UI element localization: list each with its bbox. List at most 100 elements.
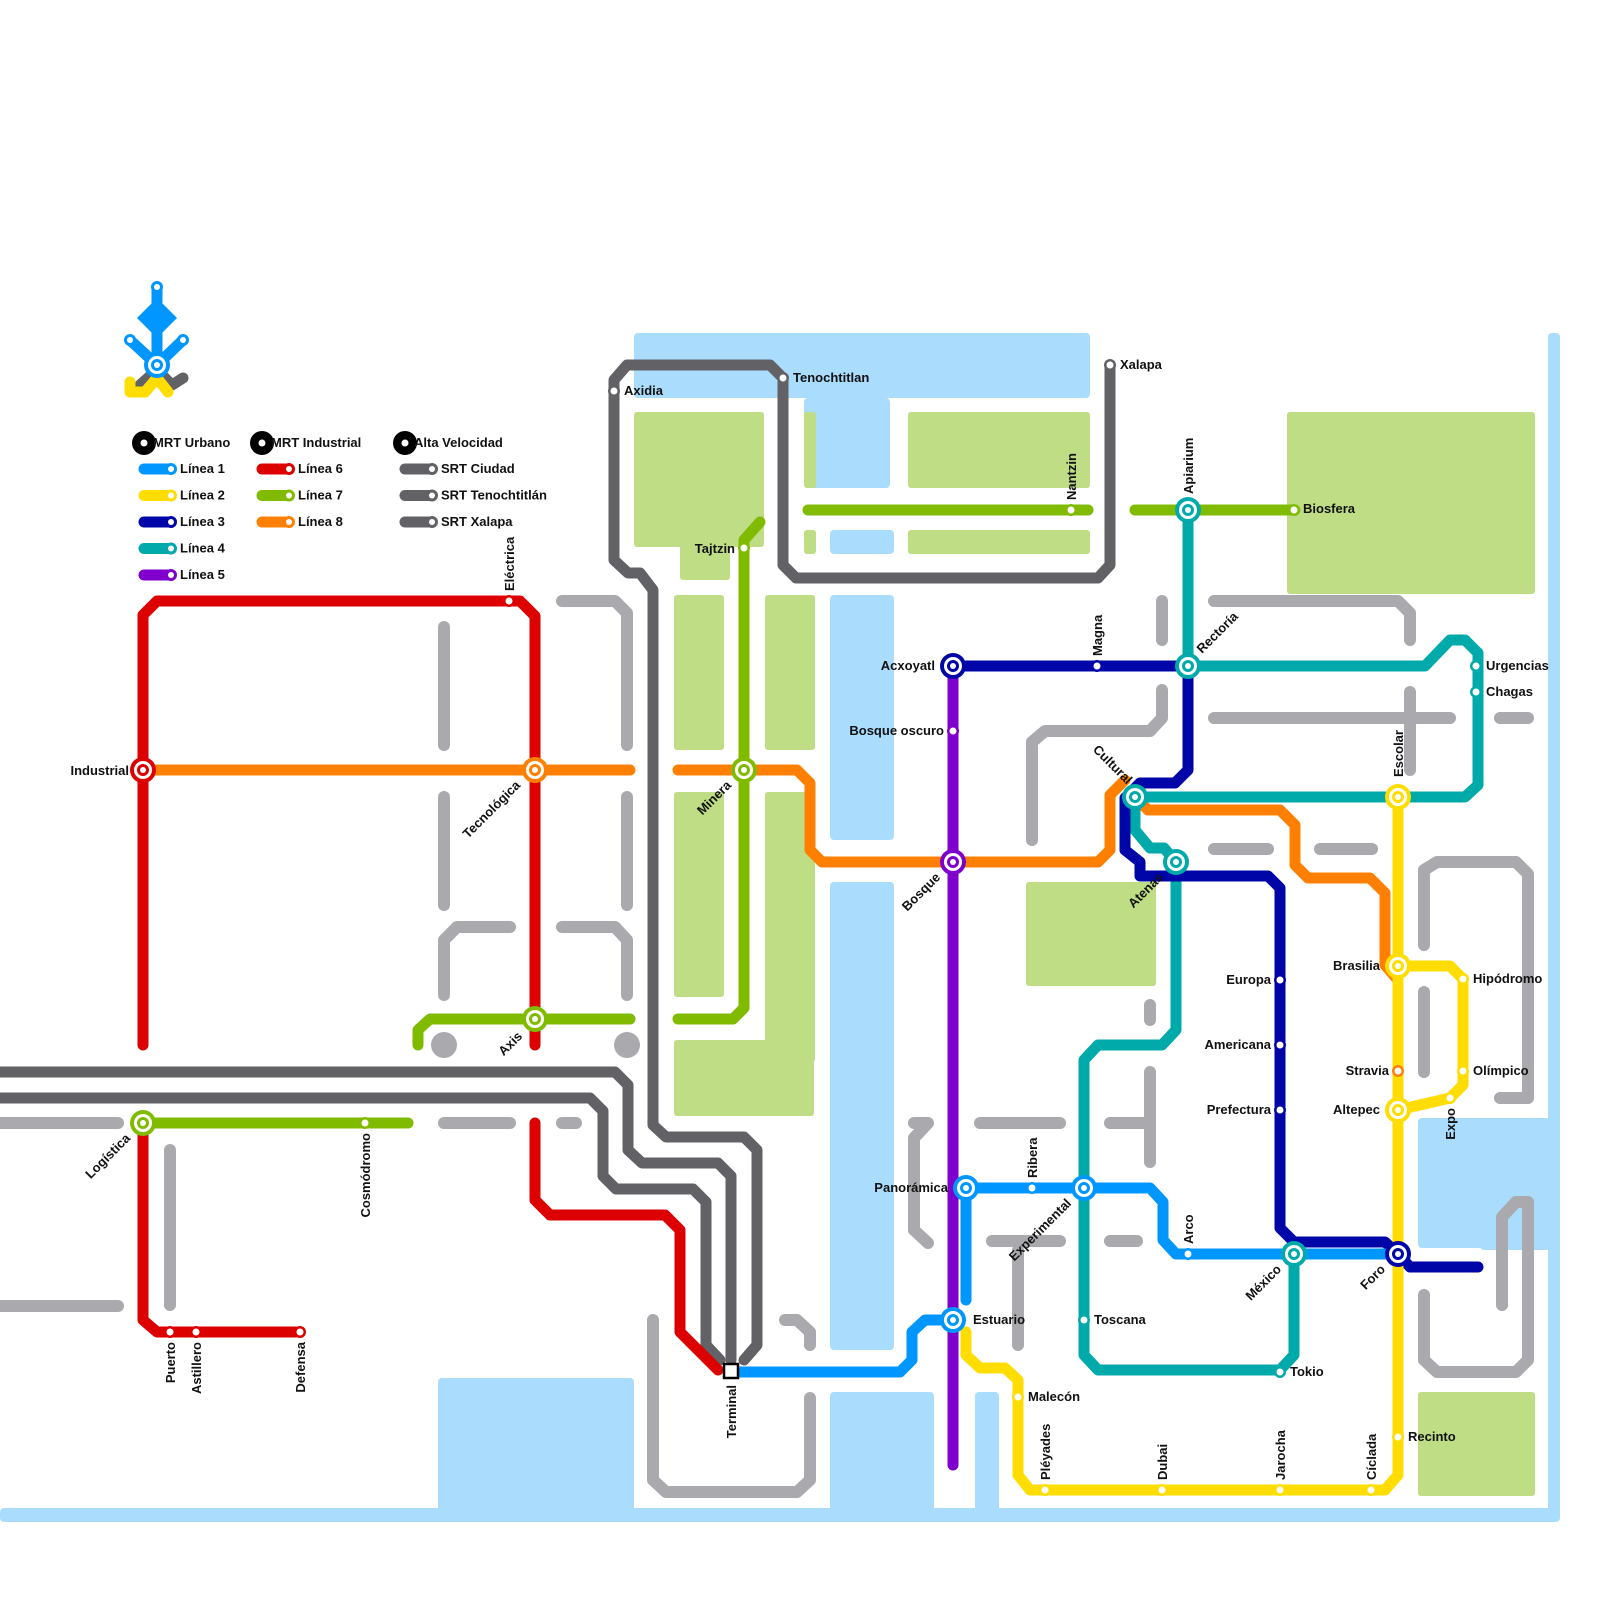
interchange-center (1185, 663, 1191, 669)
station-label: Americana (1205, 1037, 1272, 1052)
legend-item: Línea 7 (256, 488, 343, 503)
station-stravia[interactable] (1392, 1065, 1404, 1077)
station-altepec[interactable] (1385, 1097, 1411, 1123)
station-label: Bosque (899, 870, 943, 914)
station-olimpico[interactable] (1457, 1065, 1469, 1077)
station-europa[interactable] (1274, 974, 1286, 986)
station-label: Tecnológica (460, 777, 524, 841)
station-recinto[interactable] (1392, 1431, 1404, 1443)
terminal-station-icon (722, 1362, 740, 1380)
station-rectoria[interactable] (1175, 653, 1201, 679)
station-biosfera[interactable] (1288, 504, 1300, 516)
station-tajtzin[interactable] (738, 542, 750, 554)
station-defensa[interactable] (294, 1326, 306, 1338)
interchange-center (1132, 794, 1138, 800)
station-estuario[interactable] (940, 1307, 966, 1333)
stop-center (1472, 662, 1480, 670)
station-urgencias[interactable] (1470, 660, 1482, 672)
linea-7-track (672, 516, 766, 1025)
station-label: Foro (1357, 1261, 1388, 1292)
legend-swatch-center (168, 572, 174, 578)
station-toscana[interactable] (1078, 1314, 1090, 1326)
station-pleyades[interactable] (1039, 1484, 1051, 1496)
stop-center (1276, 1106, 1284, 1114)
interchange-center (1081, 1185, 1087, 1191)
station-prefectura[interactable] (1274, 1104, 1286, 1116)
station-mexico[interactable] (1281, 1241, 1307, 1267)
park-area (1026, 882, 1156, 986)
station-electrica[interactable] (503, 595, 515, 607)
water-area (438, 1378, 634, 1518)
station-label: Arco (1181, 1214, 1196, 1244)
legend-group-icon-center (258, 439, 266, 447)
station-panoramica[interactable] (953, 1175, 979, 1201)
station-label: Toscana (1094, 1312, 1147, 1327)
station-astillero[interactable] (190, 1326, 202, 1338)
station-acxoyatl[interactable] (940, 653, 966, 679)
station-brasilia[interactable] (1385, 953, 1411, 979)
interchange-center (140, 767, 146, 773)
station-ribera[interactable] (1026, 1182, 1038, 1194)
station-puerto[interactable] (164, 1326, 176, 1338)
station-axis[interactable] (522, 1006, 548, 1032)
stop-center (1276, 1041, 1284, 1049)
station-malecon[interactable] (1012, 1391, 1024, 1403)
station-cultural[interactable] (1122, 784, 1148, 810)
station-dubai[interactable] (1156, 1484, 1168, 1496)
station-logistica[interactable] (130, 1110, 156, 1136)
interchange-center (1395, 1107, 1401, 1113)
stop-center (949, 727, 957, 735)
water-area (0, 1508, 1560, 1522)
station-chagas[interactable] (1470, 686, 1482, 698)
station-terminal[interactable] (722, 1362, 740, 1380)
station-bosque-oscuro[interactable] (947, 725, 959, 737)
stop-center (1276, 1368, 1284, 1376)
station-experimental[interactable] (1071, 1175, 1097, 1201)
station-foro[interactable] (1385, 1241, 1411, 1267)
station-cosmodromo[interactable] (359, 1117, 371, 1129)
station-arco[interactable] (1182, 1248, 1194, 1260)
park-area (634, 412, 764, 547)
srt-ciudad-track (0, 1066, 737, 1366)
legend-item: Línea 6 (256, 461, 343, 476)
station-expo[interactable] (1444, 1092, 1456, 1104)
station-label: Recinto (1408, 1429, 1456, 1444)
station-xalapa[interactable] (1104, 359, 1116, 371)
srt-ciudad-track (0, 1092, 726, 1366)
station-ciclada[interactable] (1365, 1484, 1377, 1496)
station-hipodromo[interactable] (1457, 973, 1469, 985)
legend-item-label: SRT Ciudad (441, 461, 515, 476)
park-area (674, 1040, 814, 1116)
stop-center (1106, 361, 1114, 369)
station-label: Bosque oscuro (849, 723, 944, 738)
station-jarocha[interactable] (1274, 1484, 1286, 1496)
station-escolar[interactable] (1385, 784, 1411, 810)
station-tokio[interactable] (1274, 1366, 1286, 1378)
stop-center (361, 1119, 369, 1127)
station-magna[interactable] (1091, 660, 1103, 672)
station-industrial[interactable] (130, 757, 156, 783)
station-nantzin[interactable] (1065, 504, 1077, 516)
station-bosque[interactable] (940, 849, 966, 875)
station-apiarium[interactable] (1175, 497, 1201, 523)
interchange-center (1291, 1251, 1297, 1257)
station-tecnologica[interactable] (522, 757, 548, 783)
legend-group-title: MRT Urbano (153, 435, 230, 450)
station-label: Hipódromo (1473, 971, 1542, 986)
station-axidia[interactable] (608, 385, 620, 397)
station-tenochtitlan[interactable] (777, 372, 789, 384)
station-label: Xalapa (1120, 357, 1163, 372)
station-americana[interactable] (1274, 1039, 1286, 1051)
linea-2-track (960, 791, 1404, 1496)
stop-center (740, 544, 748, 552)
station-minera[interactable] (731, 757, 757, 783)
water-area (1548, 333, 1560, 1518)
linea-6-track (137, 1117, 306, 1338)
station-atenas[interactable] (1163, 849, 1189, 875)
interchange-center (532, 1016, 538, 1022)
park-area (1418, 1392, 1535, 1496)
station-label: Puerto (163, 1342, 178, 1383)
stop-center (1028, 1184, 1036, 1192)
legend-swatch-center (429, 466, 435, 472)
station-label: Tokio (1290, 1364, 1324, 1379)
